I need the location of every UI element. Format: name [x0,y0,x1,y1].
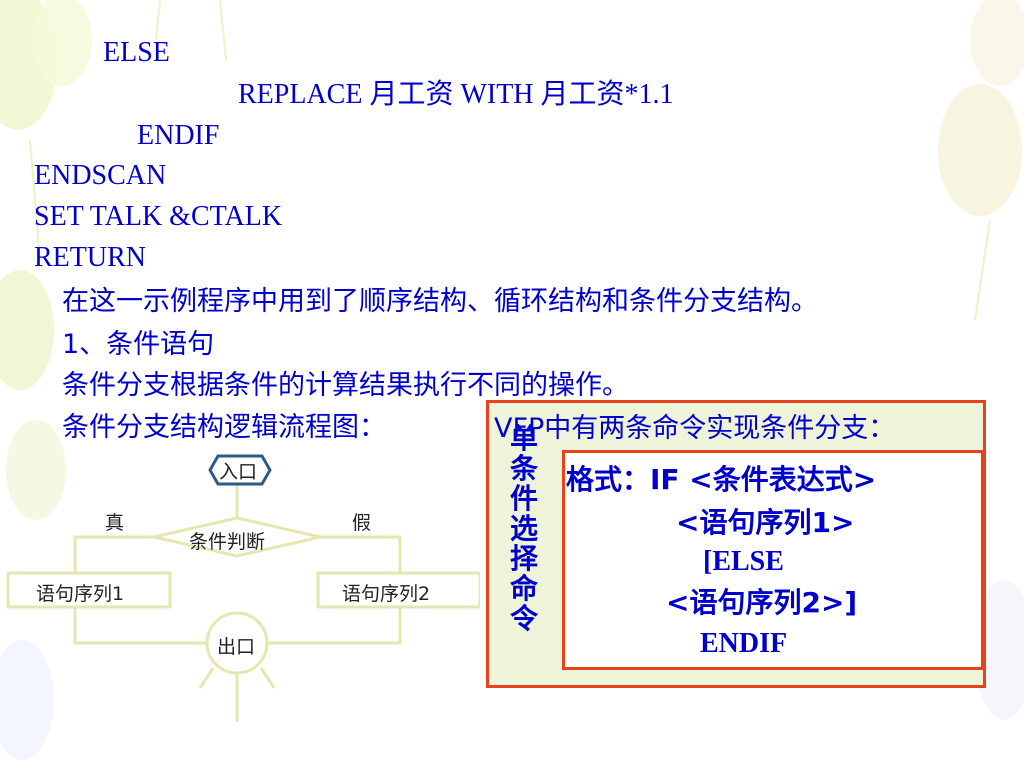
code-else: ELSE [103,37,170,68]
flow-seq2-label: 语句序列2 [342,583,431,605]
section-heading: 1、条件语句 [62,329,215,360]
vertical-char: 令 [509,602,538,635]
syntax-line-5: ENDIF [700,628,788,659]
flowchart-title: 条件分支结构逻辑流程图： [62,412,386,443]
vertical-char: 命 [509,572,538,605]
vertical-char: 单 [509,422,538,455]
syntax-line-4: <语句序列2>] [666,586,858,619]
description-paragraph: 条件分支根据条件的计算结果执行不同的操作。 [62,370,629,401]
syntax-box [562,450,984,670]
vertical-char: 条 [509,452,538,485]
flow-condition-label: 条件判断 [189,531,266,553]
vertical-label: 单 条 件 选 择 命 令 [506,424,542,634]
flowchart [6,454,480,722]
flow-true-label: 真 [105,512,125,534]
flow-false-label: 假 [352,512,372,534]
code-return: RETURN [34,242,146,273]
vertical-char: 择 [509,542,538,575]
syntax-line-3: [ELSE [703,546,784,577]
syntax-line-2: <语句序列1> [676,506,855,539]
code-set-talk: SET TALK &CTALK [34,201,283,232]
vertical-char: 选 [509,512,538,545]
vfp-box-header: VFP中有两条命令实现条件分支： [494,413,896,444]
intro-paragraph: 在这一示例程序中用到了顺序结构、循环结构和条件分支结构。 [62,286,818,317]
syntax-line-1: 格式：IF <条件表达式> [566,463,877,496]
flow-entry-label: 入口 [219,461,258,483]
flow-seq1-label: 语句序列1 [36,583,125,605]
code-replace: REPLACE 月工资 WITH 月工资*1.1 [238,79,674,110]
code-endif: ENDIF [137,120,220,151]
code-endscan: ENDSCAN [34,160,167,191]
flow-exit-label: 出口 [217,636,256,658]
vertical-char: 件 [509,482,538,515]
